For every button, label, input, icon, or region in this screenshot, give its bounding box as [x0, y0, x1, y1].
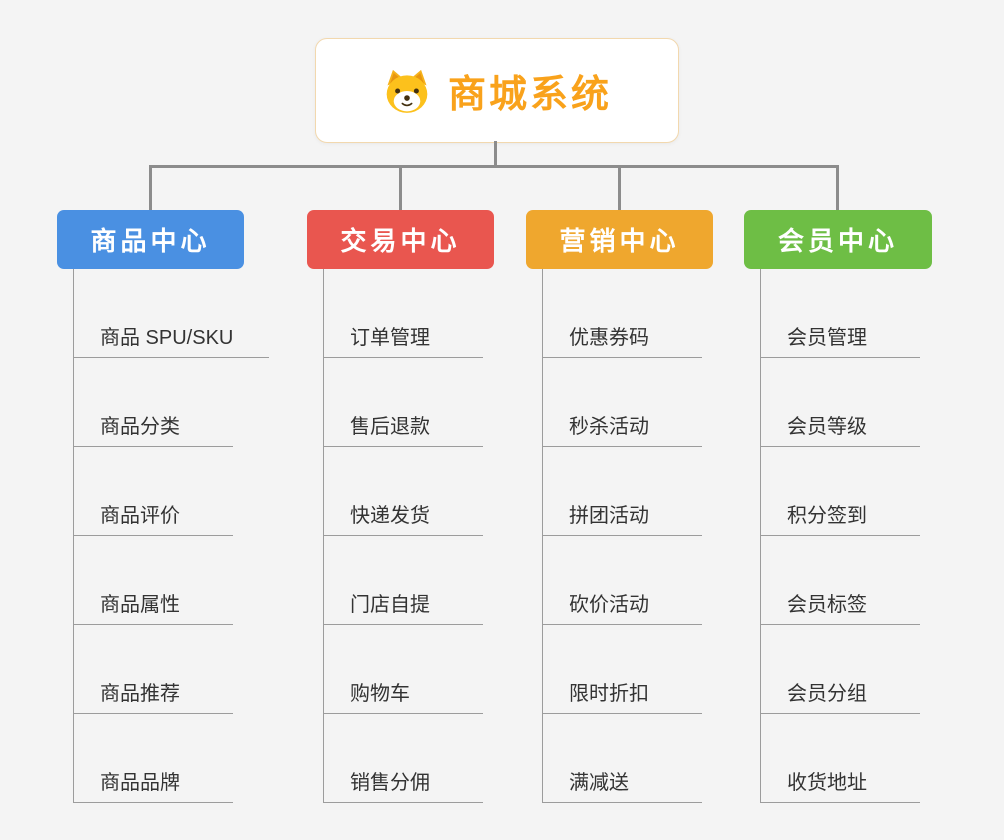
leaf-item[interactable]: 快递发货 — [323, 447, 483, 536]
leaf-item[interactable]: 商品推荐 — [73, 625, 233, 714]
leaf-item[interactable]: 商品属性 — [73, 536, 233, 625]
connector-drop-member — [836, 165, 839, 210]
leaf-column-trade: 订单管理 售后退款 快递发货 门店自提 购物车 销售分佣 — [323, 269, 483, 803]
leaf-item[interactable]: 限时折扣 — [542, 625, 702, 714]
leaf-item[interactable]: 商品分类 — [73, 358, 233, 447]
branch-spine — [323, 269, 324, 803]
leaf-item[interactable]: 购物车 — [323, 625, 483, 714]
leaf-item[interactable]: 砍价活动 — [542, 536, 702, 625]
leaf-column-member: 会员管理 会员等级 积分签到 会员标签 会员分组 收货地址 — [760, 269, 920, 803]
leaf-item[interactable]: 收货地址 — [760, 714, 920, 803]
leaf-item[interactable]: 销售分佣 — [323, 714, 483, 803]
dog-icon — [386, 69, 428, 113]
leaf-item[interactable]: 会员分组 — [760, 625, 920, 714]
leaf-item[interactable]: 优惠券码 — [542, 269, 702, 358]
leaf-item[interactable]: 会员等级 — [760, 358, 920, 447]
branch-spine — [760, 269, 761, 803]
leaf-column-marketing: 优惠券码 秒杀活动 拼团活动 砍价活动 限时折扣 满减送 — [542, 269, 702, 803]
branch-member-center[interactable]: 会员中心 — [744, 210, 932, 269]
leaf-item[interactable]: 商品 SPU/SKU — [73, 269, 270, 358]
branch-trade-center[interactable]: 交易中心 — [307, 210, 494, 269]
branch-product-center[interactable]: 商品中心 — [57, 210, 244, 269]
leaf-item[interactable]: 会员标签 — [760, 536, 920, 625]
leaf-item[interactable]: 商品品牌 — [73, 714, 233, 803]
leaf-item[interactable]: 秒杀活动 — [542, 358, 702, 447]
branch-marketing-center[interactable]: 营销中心 — [526, 210, 713, 269]
leaf-item[interactable]: 商品评价 — [73, 447, 233, 536]
branch-spine — [73, 269, 74, 803]
leaf-item[interactable]: 售后退款 — [323, 358, 483, 447]
leaf-item[interactable]: 拼团活动 — [542, 447, 702, 536]
leaf-item[interactable]: 满减送 — [542, 714, 702, 803]
connector-drop-marketing — [618, 165, 621, 210]
leaf-item[interactable]: 门店自提 — [323, 536, 483, 625]
leaf-item[interactable]: 会员管理 — [760, 269, 920, 358]
branch-spine — [542, 269, 543, 803]
connector-root-stem — [494, 141, 497, 167]
leaf-item[interactable]: 订单管理 — [323, 269, 483, 358]
root-node[interactable]: 商城系统 — [315, 38, 679, 143]
connector-horizontal — [149, 165, 839, 168]
root-title: 商城系统 — [447, 74, 612, 116]
leaf-item[interactable]: 积分签到 — [760, 447, 920, 536]
connector-drop-product — [149, 165, 152, 210]
connector-drop-trade — [399, 165, 402, 210]
leaf-column-product: 商品 SPU/SKU 商品分类 商品评价 商品属性 商品推荐 商品品牌 — [73, 269, 270, 803]
